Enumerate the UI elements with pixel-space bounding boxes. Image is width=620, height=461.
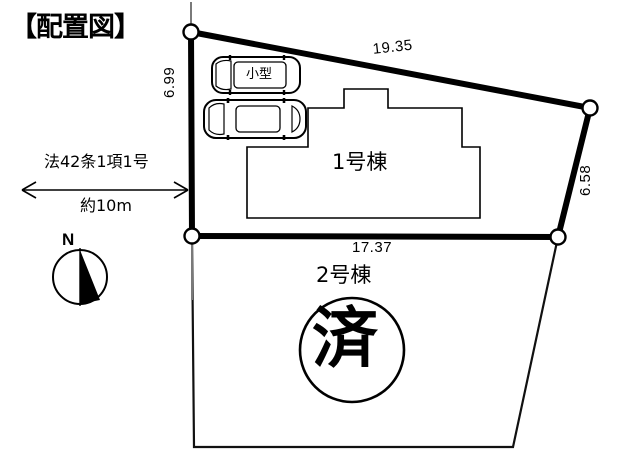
road-width-arrow-head-left xyxy=(21,181,37,199)
compact-parking-label: 小型 xyxy=(246,67,273,82)
dimension-top-edge: 19.35 xyxy=(371,36,414,58)
dimension-right-edge: 6.58 xyxy=(577,164,594,196)
corner-node-southwest xyxy=(183,227,201,245)
building-1-label: 1号棟 xyxy=(332,150,388,174)
dimension-left-edge: 6.99 xyxy=(161,66,178,98)
north-label: N xyxy=(62,230,75,249)
building-2-label: 2号棟 xyxy=(316,263,372,287)
parking-car-compact-icon xyxy=(211,55,301,95)
corner-node-northwest xyxy=(182,23,200,41)
north-compass-icon xyxy=(52,248,108,306)
lot-edge-bottom xyxy=(189,233,561,240)
lot-edge-right xyxy=(555,105,593,240)
lot-edge-left xyxy=(188,29,195,239)
lot-edge-top xyxy=(188,29,593,111)
parking-car-standard-icon xyxy=(203,98,307,140)
road-code-label: 法42条1項1号 xyxy=(44,152,149,171)
corner-node-southeast xyxy=(549,228,567,246)
road-width-arrow-head-right xyxy=(173,181,189,199)
building-1-footprint xyxy=(246,88,481,219)
page-title: 【配置図】 xyxy=(10,12,141,43)
completion-stamp-circle xyxy=(298,296,406,404)
completion-stamp-label: 済 xyxy=(312,300,378,377)
dimension-bottom-edge: 17.37 xyxy=(352,239,393,256)
corner-node-northeast xyxy=(581,99,599,117)
road-width-label: 約10m xyxy=(80,196,132,215)
